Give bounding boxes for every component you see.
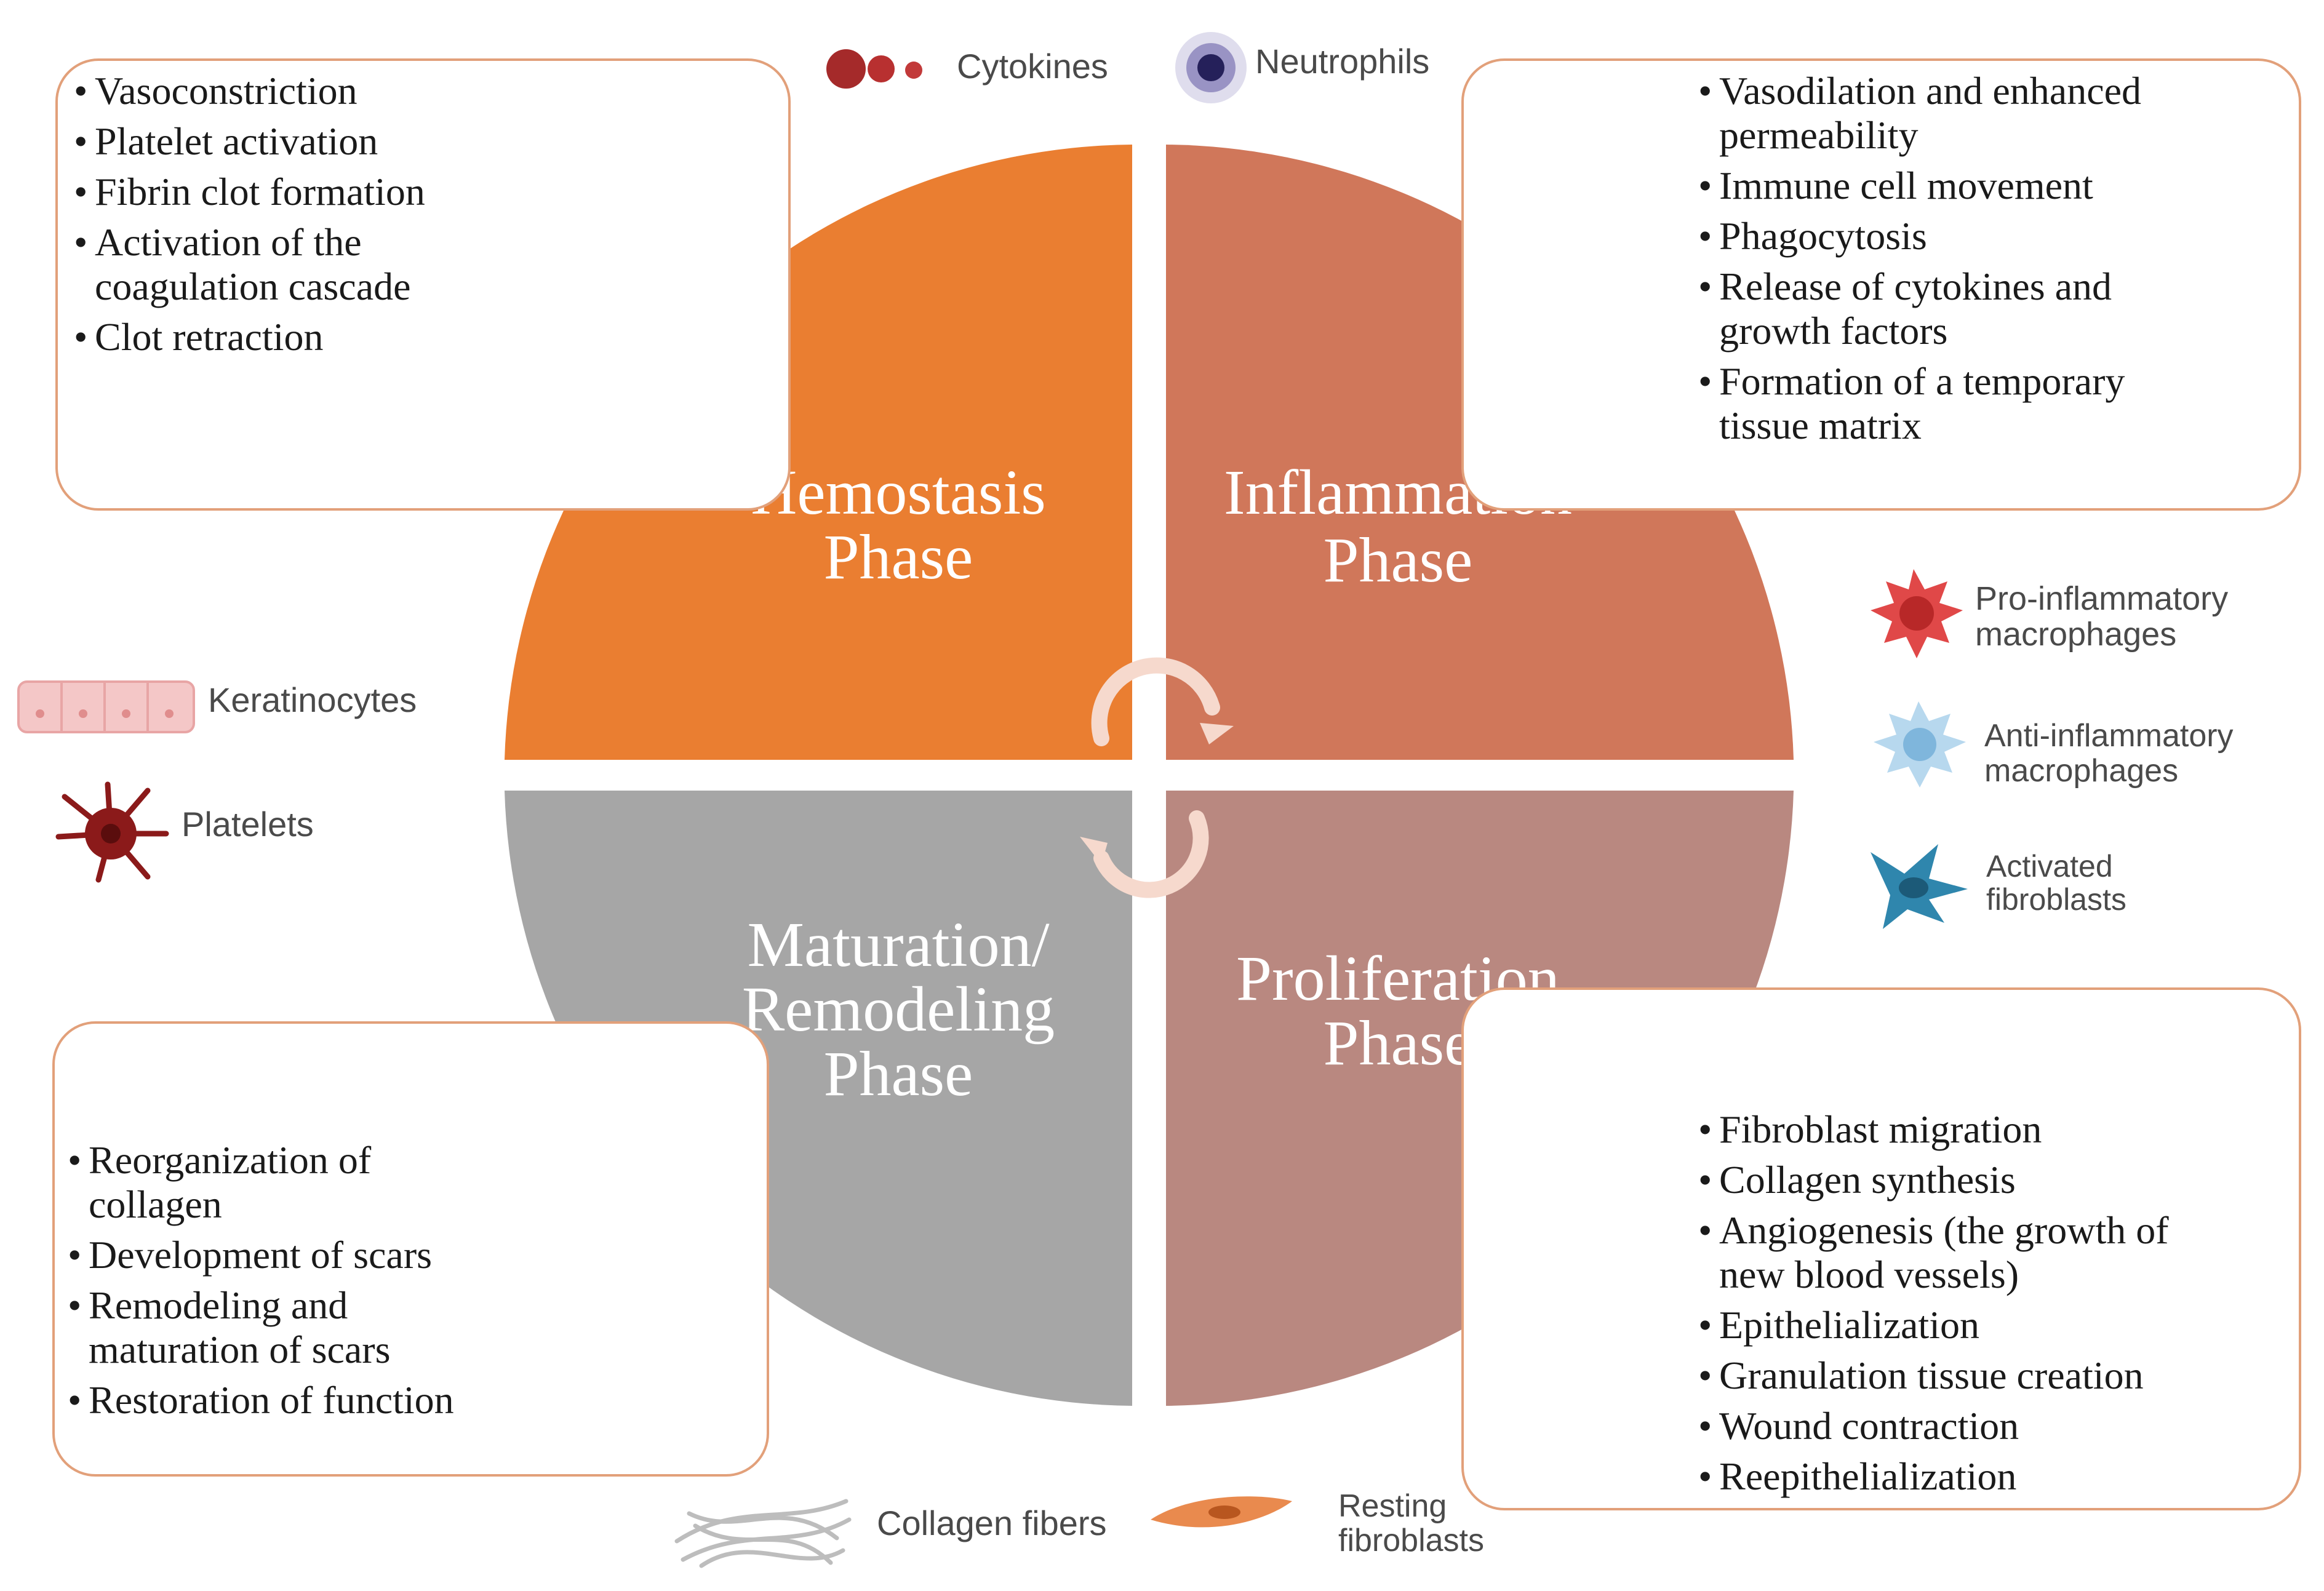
- list-item: •Release of cytokines and: [1698, 265, 2112, 308]
- proliferation-box: [1461, 987, 2301, 1510]
- hemostasis-box: [55, 58, 791, 511]
- list-item: •Phagocytosis: [1698, 214, 1927, 258]
- resting-fibroblasts-label-line2: fibroblasts: [1338, 1523, 1484, 1558]
- list-item: tissue matrix: [1719, 404, 1922, 447]
- list-item: •Platelet activation: [74, 119, 378, 163]
- anti-inflammatory-label-line2: macrophages: [1984, 753, 2179, 789]
- hemostasis-list: •Vasoconstriction •Platelet activation •…: [74, 69, 628, 365]
- list-item: •Angiogenesis (the growth of: [1698, 1208, 2169, 1252]
- neutrophils-label: Neutrophils: [1255, 42, 1430, 81]
- inflammation-title-line2: Phase: [1324, 525, 1473, 596]
- pro-inflammatory-label-line1: Pro-inflammatory: [1975, 580, 2229, 617]
- cycle-arrow-icon: [1080, 657, 1234, 898]
- maturation-box: [52, 1021, 769, 1477]
- list-item: •Collagen synthesis: [1698, 1158, 2016, 1202]
- resting-fibroblasts-label-line1: Resting: [1338, 1488, 1447, 1524]
- list-item: •Activation of the: [74, 220, 362, 264]
- list-item: •Wound contraction: [1698, 1404, 2019, 1448]
- list-item: •Vasodilation and enhanced: [1698, 69, 2141, 113]
- hemostasis-title-line1: Hemostasis: [751, 457, 1046, 528]
- list-item: •Reorganization of: [68, 1138, 372, 1182]
- activated-fibroblasts-label-line2: fibroblasts: [1986, 882, 2126, 917]
- list-item: •Immune cell movement: [1698, 164, 2093, 207]
- list-item: permeability: [1719, 113, 1919, 157]
- maturation-title-line2: Remodeling: [742, 974, 1055, 1045]
- hemostasis-quadrant: [505, 145, 1132, 760]
- list-item: •Reepithelialization: [1698, 1454, 2017, 1498]
- activated-fibroblasts-label-line1: Activated: [1986, 849, 2113, 883]
- list-item: •Development of scars: [68, 1233, 433, 1277]
- list-item: maturation of scars: [89, 1328, 391, 1371]
- platelets-label: Platelets: [182, 805, 314, 843]
- list-item: coagulation cascade: [95, 265, 411, 308]
- hemostasis-title-line2: Phase: [824, 522, 973, 592]
- maturation-title-line3: Phase: [824, 1039, 973, 1109]
- collagen-fibers-label: Collagen fibers: [877, 1504, 1107, 1542]
- keratinocytes-label: Keratinocytes: [208, 680, 417, 719]
- cytokines-label: Cytokines: [957, 47, 1108, 86]
- anti-inflammatory-label-line1: Anti-inflammatory: [1984, 718, 2234, 754]
- list-item: •Formation of a temporary: [1698, 359, 2125, 403]
- maturation-list: •Reorganization of collagen •Development…: [68, 1138, 621, 1429]
- maturation-quadrant: [505, 791, 1132, 1406]
- proliferation-title-line2: Phase: [1324, 1008, 1473, 1079]
- inflammation-list: •Vasodilation and enhanced permeability …: [1698, 69, 2289, 454]
- list-item: •Vasoconstriction: [74, 69, 357, 113]
- list-item: •Granulation tissue creation: [1698, 1354, 2144, 1397]
- list-item: new blood vessels): [1719, 1253, 2019, 1296]
- list-item: •Fibroblast migration: [1698, 1107, 2042, 1151]
- pro-inflammatory-label-line2: macrophages: [1975, 616, 2177, 653]
- list-item: •Remodeling and: [68, 1283, 348, 1327]
- maturation-title-line1: Maturation/: [747, 909, 1049, 980]
- list-item: collagen: [89, 1182, 222, 1226]
- list-item: •Clot retraction: [74, 315, 324, 359]
- inflammation-box: [1461, 58, 2301, 511]
- list-item: •Epithelialization: [1698, 1303, 1979, 1347]
- list-item: •Fibrin clot formation: [74, 170, 425, 213]
- proliferation-list: •Fibroblast migration •Collagen synthesi…: [1698, 1107, 2301, 1505]
- list-item: •Restoration of function: [68, 1378, 454, 1422]
- list-item: growth factors: [1719, 309, 1948, 353]
